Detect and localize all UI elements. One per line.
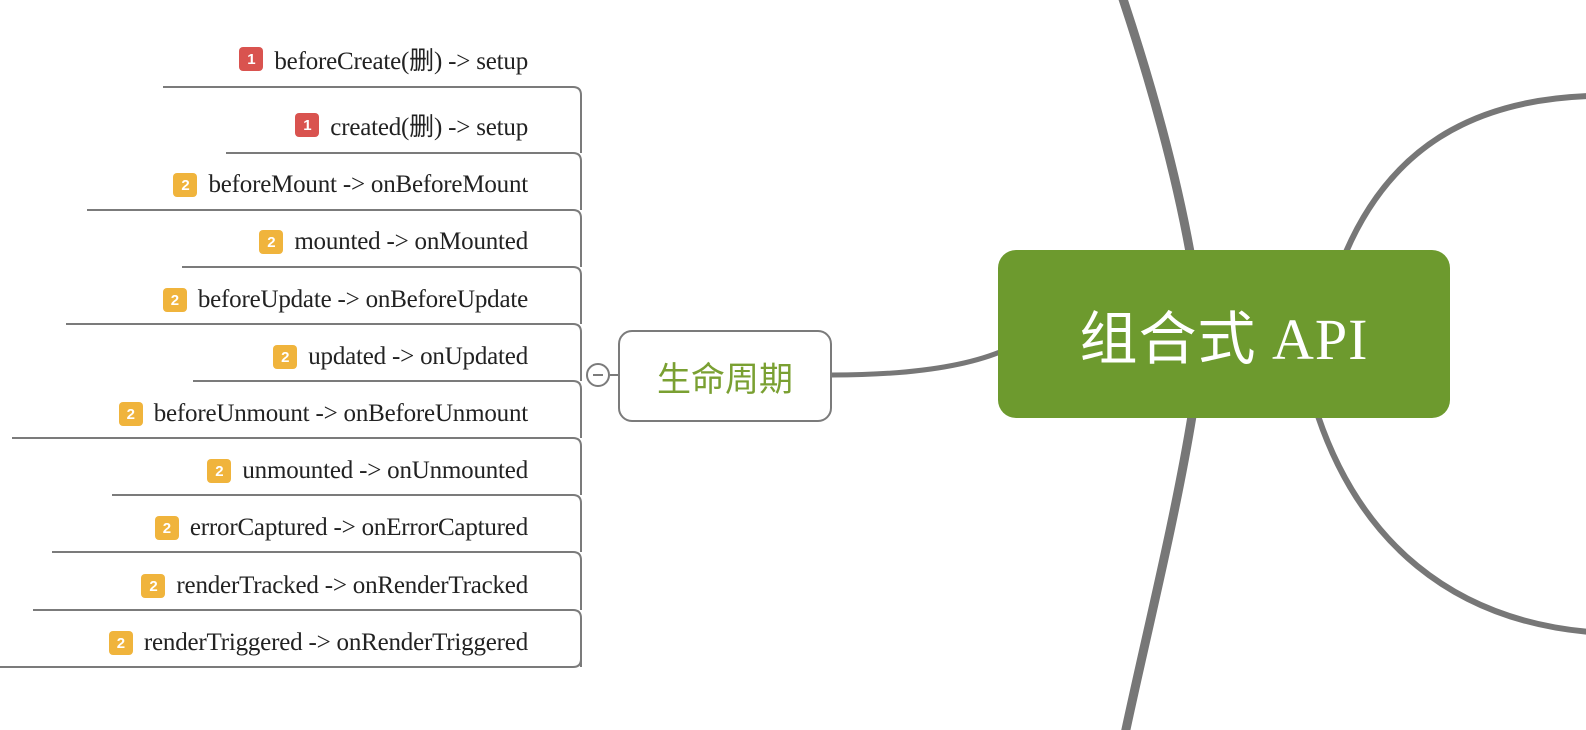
priority-1-icon: 1 (295, 113, 320, 137)
item-underline (87, 209, 582, 267)
main-branch-top-left (1118, 0, 1195, 257)
lifecycle-item-text: beforeUpdate -> onBeforeUpdate (197, 286, 528, 313)
lifecycle-item-text: updated -> onUpdated (308, 343, 528, 370)
priority-2-icon: 2 (173, 173, 198, 197)
branch-node-label: 生命周期 (657, 361, 793, 399)
item-underline (226, 152, 582, 210)
central-topic-label: 组合式 API (1079, 307, 1369, 372)
priority-2-icon: 2 (108, 631, 133, 655)
item-underline (66, 323, 582, 381)
main-branch-bottom-right (1315, 413, 1586, 635)
lifecycle-item-text: unmounted -> onUnmounted (242, 457, 528, 484)
collapse-toggle-button[interactable] (586, 363, 610, 387)
lifecycle-item[interactable]: 2 mounted -> onMounted (259, 227, 528, 257)
priority-number: 1 (303, 116, 312, 134)
lifecycle-item-text: mounted -> onMounted (294, 228, 528, 255)
item-underline (12, 437, 582, 495)
priority-number: 2 (281, 348, 290, 366)
item-underline (163, 86, 582, 153)
priority-number: 2 (162, 519, 171, 537)
item-underline (33, 609, 582, 667)
priority-number: 2 (126, 405, 135, 423)
priority-2-icon: 2 (141, 574, 166, 598)
lifecycle-item[interactable]: 1 beforeCreate(删) -> setup (239, 44, 528, 75)
priority-number: 1 (247, 50, 256, 68)
lifecycle-item-text: created(删) -> setup (330, 114, 528, 141)
branch-node-lifecycle[interactable]: 生命周期 (618, 330, 832, 422)
central-topic-node[interactable]: 组合式 API (998, 250, 1450, 418)
lifecycle-item[interactable]: 2 beforeMount -> onBeforeMount (173, 170, 528, 200)
lifecycle-item-text: renderTriggered -> onRenderTriggered (143, 629, 528, 656)
lifecycle-item-text: beforeCreate(删) -> setup (274, 48, 528, 75)
priority-number: 2 (116, 634, 125, 652)
priority-number: 2 (215, 462, 224, 480)
lifecycle-item-text: renderTracked -> onRenderTracked (176, 572, 528, 599)
lifecycle-item-text: errorCaptured -> onErrorCaptured (189, 514, 528, 541)
priority-number: 2 (267, 233, 276, 251)
lifecycle-item[interactable]: 2 errorCaptured -> onErrorCaptured (154, 513, 528, 543)
lifecycle-item[interactable]: 2 updated -> onUpdated (273, 342, 528, 372)
priority-2-icon: 2 (273, 345, 298, 369)
priority-number: 2 (170, 291, 179, 309)
lifecycle-item[interactable]: 2 renderTracked -> onRenderTracked (141, 571, 528, 601)
item-underline (193, 380, 582, 438)
priority-2-icon: 2 (154, 516, 179, 540)
main-branch-top-right (1343, 93, 1586, 255)
item-underline (52, 551, 582, 610)
minus-icon (593, 374, 603, 376)
priority-number: 2 (181, 176, 190, 194)
item-underline (112, 494, 582, 552)
priority-2-icon: 2 (259, 230, 284, 254)
priority-2-icon: 2 (162, 288, 187, 312)
item-underline (0, 658, 582, 668)
priority-2-icon: 2 (207, 459, 232, 483)
item-underline (182, 266, 582, 324)
priority-1-icon: 1 (239, 47, 264, 71)
lifecycle-item[interactable]: 2 beforeUpdate -> onBeforeUpdate (162, 285, 528, 315)
lifecycle-item[interactable]: 2 beforeUnmount -> onBeforeUnmount (118, 399, 528, 429)
main-branch-bottom-left (1121, 411, 1197, 730)
priority-number: 2 (149, 577, 158, 595)
lifecycle-item[interactable]: 2 unmounted -> onUnmounted (207, 456, 528, 486)
priority-2-icon: 2 (118, 402, 143, 426)
lifecycle-item[interactable]: 1 created(删) -> setup (295, 110, 528, 141)
lifecycle-item-text: beforeUnmount -> onBeforeUnmount (153, 400, 528, 427)
item-underlines (0, 86, 582, 668)
central-to-branch-connector (829, 349, 1003, 378)
lifecycle-item-text: beforeMount -> onBeforeMount (208, 171, 528, 198)
lifecycle-item[interactable]: 2 renderTriggered -> onRenderTriggered (108, 628, 528, 658)
